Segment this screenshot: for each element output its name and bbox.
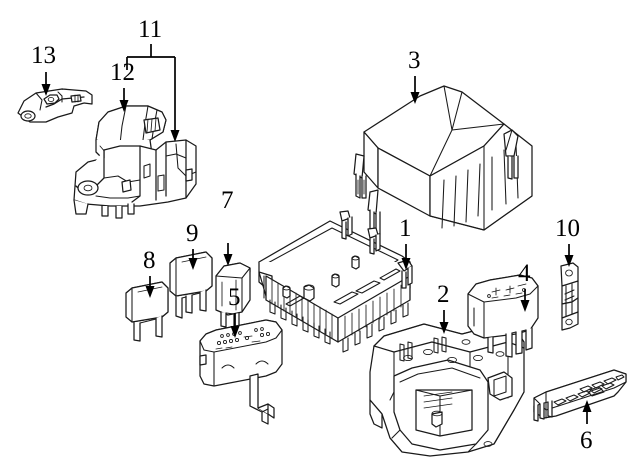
part-6-connector-strip — [533, 369, 627, 422]
part-11-bracket-body — [73, 139, 197, 219]
part-1-fuse-box-housing-upper — [258, 210, 413, 353]
part-13-mounting-bracket — [17, 88, 93, 123]
callout-label-3: 3 — [408, 47, 421, 74]
part-5-relay-module — [199, 319, 283, 425]
part-7-relay-small — [215, 262, 251, 329]
callout-label-7: 7 — [221, 187, 234, 214]
part-3-fuse-box-cover — [353, 85, 533, 235]
callout-label-5: 5 — [228, 284, 241, 311]
callout-label-8: 8 — [143, 247, 156, 274]
part-2-fuse-box-lower-housing — [369, 323, 525, 457]
part-9-blade-fuse-large — [169, 251, 213, 319]
callout-leaders — [41, 44, 592, 424]
callout-label-13: 13 — [31, 42, 56, 69]
callout-label-9: 9 — [186, 220, 199, 247]
callout-label-12: 12 — [110, 59, 135, 86]
part-4-relay-large — [467, 274, 539, 358]
callout-label-4: 4 — [518, 260, 531, 287]
callout-label-11: 11 — [138, 16, 163, 43]
part-10-fusible-link — [560, 262, 579, 331]
callout-label-2: 2 — [437, 281, 450, 308]
part-8-blade-fuse-small — [125, 281, 169, 342]
part-11-12-bracket-assembly — [73, 105, 197, 219]
callout-label-1: 1 — [399, 215, 412, 242]
callout-label-6: 6 — [580, 427, 593, 454]
callout-label-10: 10 — [555, 215, 580, 242]
